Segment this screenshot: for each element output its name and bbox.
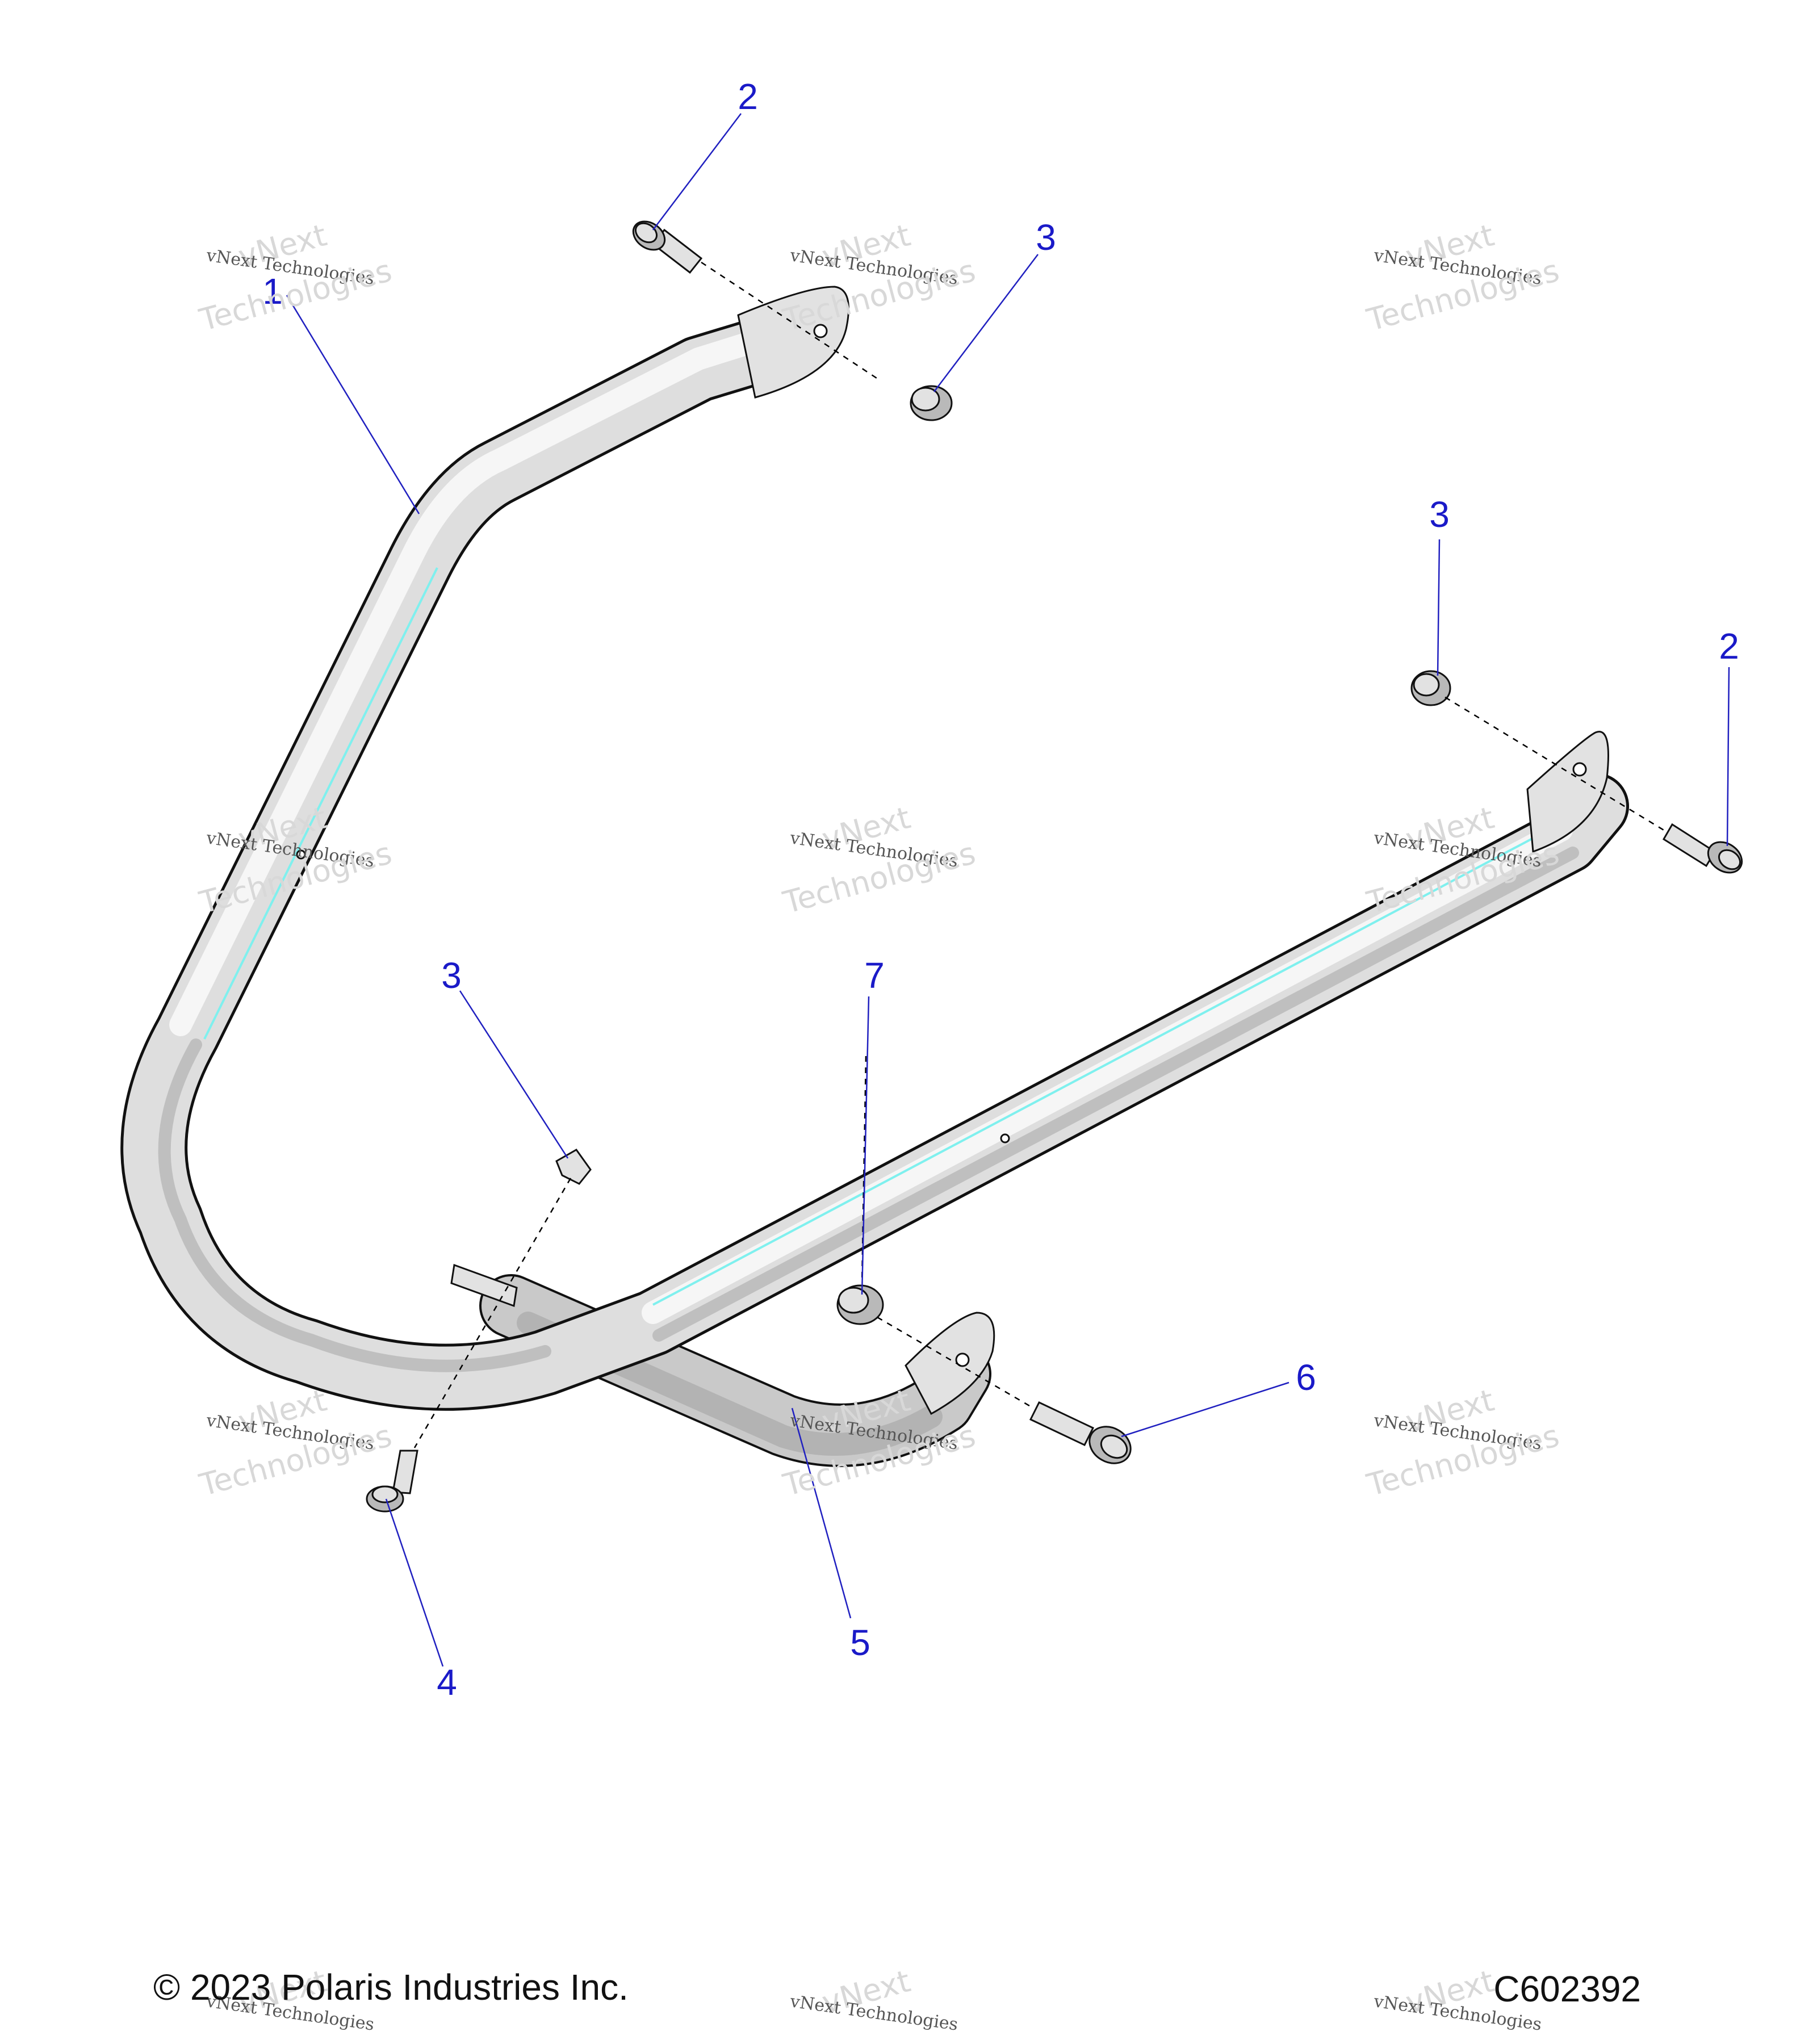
upper-mount-hole <box>813 324 828 338</box>
assembly-line-item-7 <box>861 1055 867 1284</box>
tube-hole-left <box>296 849 306 860</box>
leader-item-2-upper <box>652 113 742 231</box>
leader-item-7 <box>861 996 870 1295</box>
watermark: vNext vNext Technologies <box>788 1963 959 2034</box>
leader-item-3-right <box>1437 539 1441 676</box>
callout-item-1: 1 <box>262 271 283 312</box>
figure-id: C602392 <box>1493 1968 1641 2009</box>
nut-item-3-upper <box>910 385 953 421</box>
clip-nut-item-3-lower <box>555 1149 592 1185</box>
leader-item-5 <box>791 1408 852 1619</box>
watermark: vNext vNext Technologies Technologies <box>1363 217 1563 338</box>
callout-item-3-upper: 3 <box>1036 217 1056 258</box>
support-tube-end-plate <box>905 1312 995 1415</box>
right-end-plate <box>1526 731 1609 853</box>
bumper-tube-item-1 <box>120 286 1629 1411</box>
support-tube-mount-hole <box>955 1352 970 1367</box>
assembly-line-item-6 <box>877 1316 1034 1409</box>
callout-item-2-right: 2 <box>1719 626 1739 667</box>
leader-item-6 <box>1121 1381 1290 1438</box>
callout-item-2-upper: 2 <box>738 76 758 117</box>
leader-item-2-right <box>1726 667 1730 847</box>
bolt-item-4 <box>366 1450 418 1513</box>
watermark: vNext vNext Technologies Technologies <box>195 217 395 338</box>
leader-item-3-lower <box>459 990 569 1159</box>
watermark: vNext vNext Technologies Technologies <box>1363 1382 1563 1503</box>
watermark: vNext vNext Technologies Technologies <box>779 799 979 920</box>
assembly-line-right <box>1445 696 1667 833</box>
watermark: vNext vNext Technologies Technologies <box>195 799 395 920</box>
callout-item-3-lower: 3 <box>441 955 462 996</box>
bracket-tab <box>450 1263 518 1308</box>
watermark: vNext vNext Technologies Technologies <box>779 217 979 338</box>
copyright-text: © 2023 Polaris Industries Inc. <box>153 1967 629 2008</box>
bolt-item-2-upper <box>632 220 703 274</box>
assembly-line-upper <box>701 261 881 382</box>
leader-item-4 <box>385 1498 444 1667</box>
bolt-item-2-right <box>1662 823 1743 874</box>
callout-item-5: 5 <box>850 1622 870 1663</box>
leader-item-1 <box>286 295 420 514</box>
nut-item-3-right <box>1410 670 1451 706</box>
callout-item-7: 7 <box>864 955 885 996</box>
upper-end-plate <box>737 286 849 399</box>
tube-hole-mid <box>1000 1133 1010 1144</box>
bolt-item-6 <box>1029 1401 1132 1464</box>
watermark-group: vNext vNext Technologies Technologies vN… <box>195 217 1563 2034</box>
callout-item-4: 4 <box>437 1662 457 1703</box>
callout-item-3-right: 3 <box>1429 494 1450 535</box>
leader-item-3-upper <box>933 254 1039 392</box>
right-mount-hole <box>1572 762 1587 777</box>
bushing-item-7 <box>836 1284 884 1325</box>
callout-item-6: 6 <box>1296 1357 1316 1398</box>
